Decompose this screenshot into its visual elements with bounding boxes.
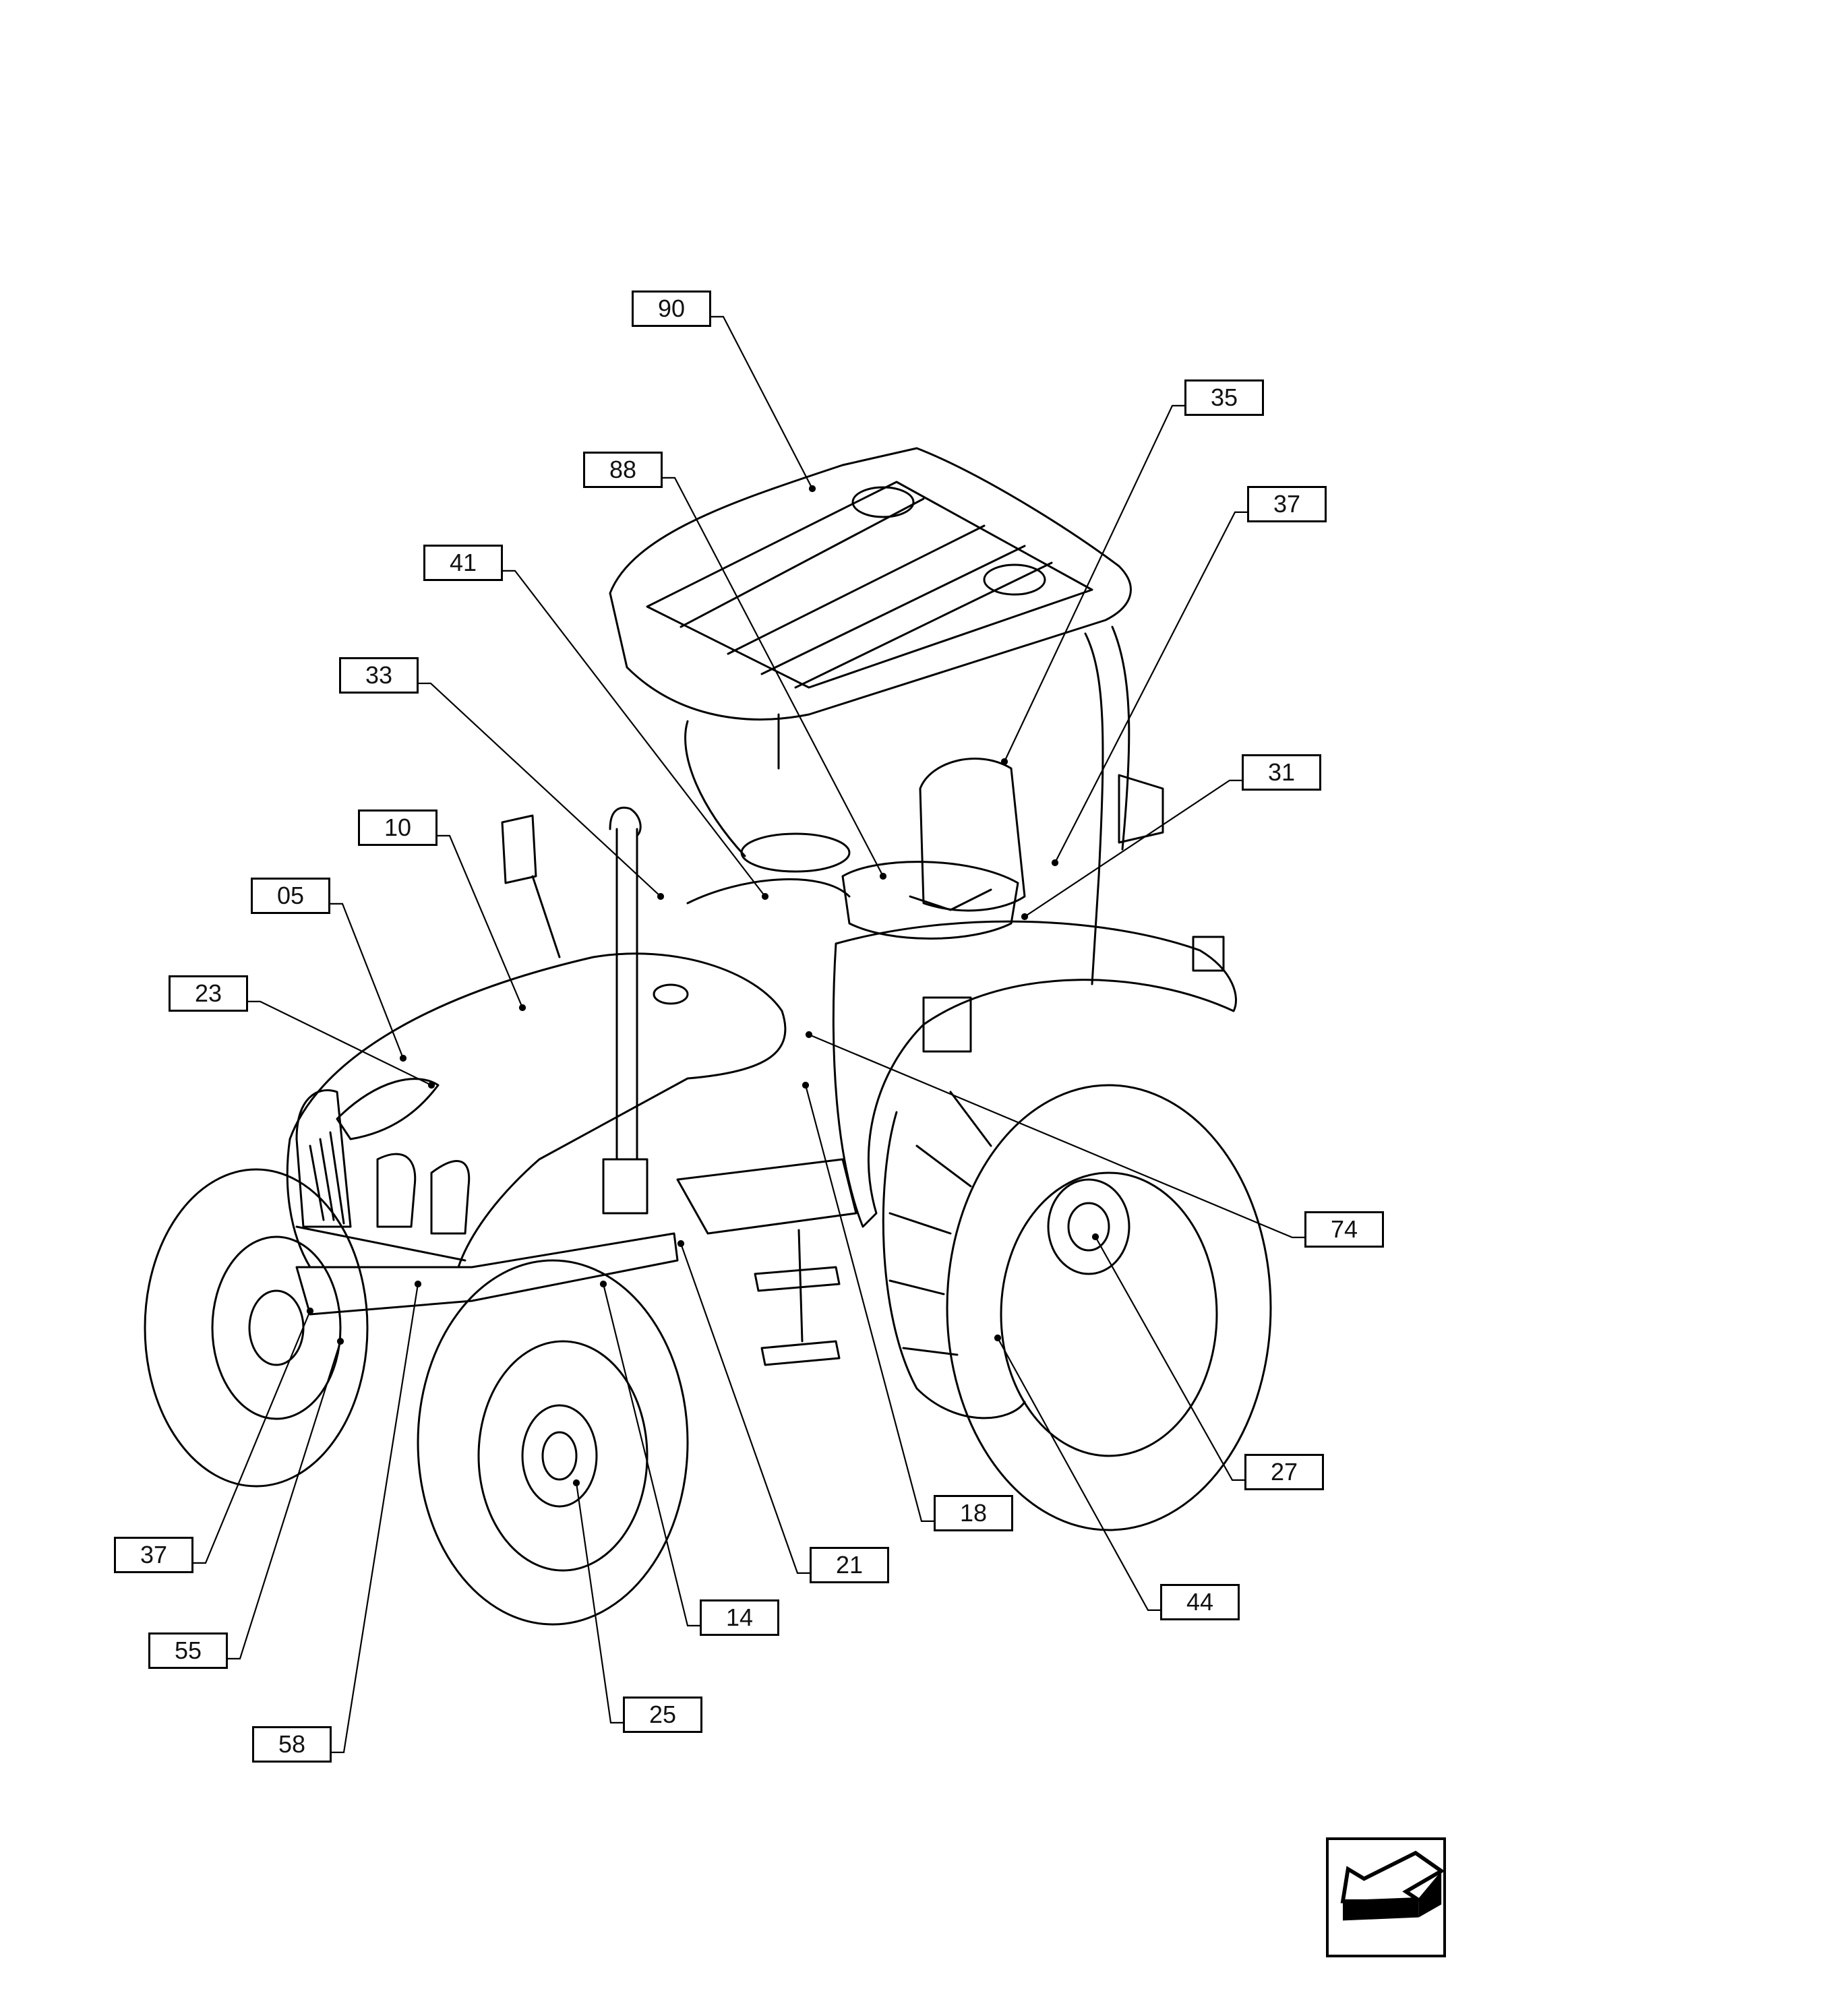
callout-44[interactable]: 44 xyxy=(1160,1584,1240,1620)
leader-line-23 xyxy=(248,1000,432,1086)
leader-dot-23 xyxy=(427,1081,435,1089)
leader-lines xyxy=(193,315,1304,1753)
callout-55[interactable]: 55 xyxy=(148,1632,228,1669)
leader-line-41 xyxy=(503,570,766,897)
leader-dot-18 xyxy=(802,1081,810,1089)
leader-line-37 xyxy=(193,1310,311,1564)
leader-dot-21 xyxy=(677,1240,685,1248)
leader-dot-27 xyxy=(1091,1233,1099,1241)
next-page-button[interactable] xyxy=(1326,1837,1446,1957)
leader-line-05 xyxy=(330,903,404,1059)
leader-dot-33 xyxy=(657,892,665,900)
leader-line-90 xyxy=(711,315,813,489)
leader-line-14 xyxy=(602,1283,700,1626)
callout-74[interactable]: 74 xyxy=(1304,1211,1384,1248)
callout-37[interactable]: 37 xyxy=(114,1537,193,1573)
leader-dot-25 xyxy=(572,1479,580,1487)
leader-dot-90 xyxy=(808,485,816,493)
callout-27[interactable]: 27 xyxy=(1244,1454,1324,1490)
leader-line-18 xyxy=(804,1085,934,1522)
leader-dot-14 xyxy=(599,1280,607,1288)
leader-dot-41 xyxy=(761,892,769,900)
chassis xyxy=(295,1232,679,1316)
leader-dot-44 xyxy=(994,1334,1002,1342)
callout-41[interactable]: 41 xyxy=(423,545,503,581)
callout-23[interactable]: 23 xyxy=(169,975,248,1012)
leader-line-88 xyxy=(663,477,884,877)
leader-line-21 xyxy=(680,1243,810,1574)
callout-10[interactable]: 10 xyxy=(358,810,437,846)
leader-dot-58 xyxy=(414,1280,422,1288)
callout-88[interactable]: 88 xyxy=(583,452,663,488)
leader-line-35 xyxy=(1004,404,1184,762)
leader-line-10 xyxy=(437,834,524,1008)
hood xyxy=(286,878,851,1269)
leader-dot-55 xyxy=(336,1337,344,1345)
exhaust-stack xyxy=(602,806,648,1215)
callout-31[interactable]: 31 xyxy=(1242,754,1321,791)
leader-line-37 xyxy=(1054,511,1247,863)
front-grille xyxy=(295,1089,471,1235)
callout-14[interactable]: 14 xyxy=(700,1599,779,1636)
leader-dot-10 xyxy=(518,1004,526,1012)
leader-dot-88 xyxy=(879,872,887,880)
rear-wheel xyxy=(882,1084,1272,1531)
leader-dot-74 xyxy=(805,1031,813,1039)
callout-90[interactable]: 90 xyxy=(632,291,711,327)
rear-fender xyxy=(832,920,1237,1228)
leader-line-27 xyxy=(1095,1236,1244,1481)
callout-37[interactable]: 37 xyxy=(1247,486,1327,522)
canopy-roof xyxy=(609,447,1132,721)
rops-frame xyxy=(684,625,1164,985)
operator-platform xyxy=(676,1158,857,1366)
callout-21[interactable]: 21 xyxy=(810,1547,889,1583)
operator-seat xyxy=(841,758,1026,940)
leader-dot-35 xyxy=(1000,758,1008,766)
steering-wheel xyxy=(740,832,851,873)
leader-line-44 xyxy=(997,1337,1160,1611)
callout-25[interactable]: 25 xyxy=(623,1697,702,1733)
callout-18[interactable]: 18 xyxy=(934,1495,1013,1531)
leader-line-25 xyxy=(575,1482,623,1723)
leader-line-55 xyxy=(228,1341,342,1659)
callout-58[interactable]: 58 xyxy=(252,1726,332,1763)
callout-35[interactable]: 35 xyxy=(1184,379,1264,416)
front-near-wheel xyxy=(417,1259,689,1626)
leader-dot-37 xyxy=(306,1307,314,1315)
leader-line-58 xyxy=(332,1283,419,1753)
leader-line-31 xyxy=(1024,779,1242,917)
callout-33[interactable]: 33 xyxy=(339,657,419,694)
next-page-arrow-icon xyxy=(1340,1850,1445,1921)
leader-dot-37 xyxy=(1051,859,1059,867)
leader-dot-31 xyxy=(1021,913,1029,921)
callout-05[interactable]: 05 xyxy=(251,878,330,914)
leader-line-33 xyxy=(419,682,661,897)
side-mirror xyxy=(501,814,561,958)
leader-line-74 xyxy=(808,1033,1304,1238)
leader-dot-05 xyxy=(399,1054,407,1062)
